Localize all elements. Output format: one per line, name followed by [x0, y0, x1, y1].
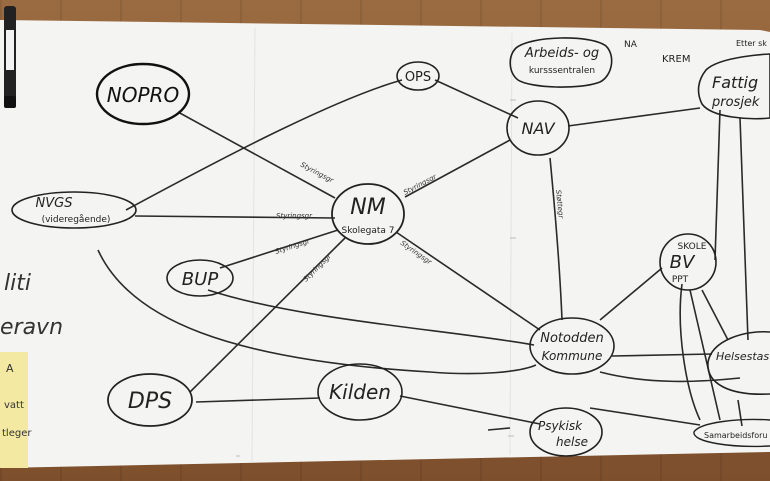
- node-notodden-line1: Notodden: [540, 331, 603, 346]
- node-ops-label: OPS: [405, 70, 431, 85]
- node-dps-label: DPS: [128, 389, 172, 414]
- connection-lines: [97, 79, 749, 431]
- paper-sheets: [0, 20, 770, 468]
- sticky-note: A vatt tleger: [0, 352, 32, 468]
- node-nav: NAV: [506, 100, 570, 156]
- node-dps: DPS: [107, 373, 193, 427]
- node-nvgs: NVGS (videregående): [11, 191, 137, 229]
- edge-label-nav-notodden: Støttegr: [554, 189, 565, 219]
- node-notodden-kommune: Notodden Kommune: [529, 317, 615, 375]
- node-samarbeidsforum: Samarbeidsforu: [693, 418, 770, 448]
- marker-pen: [4, 6, 16, 108]
- node-ops: OPS: [396, 61, 440, 91]
- node-fattig-line1: Fattig: [712, 73, 758, 92]
- node-nm-subtitle: Skolegata 7: [341, 226, 394, 236]
- node-arbeid-note: NA: [624, 40, 638, 50]
- edge-label-nvgs-nm: Styringsgr: [276, 212, 313, 220]
- left-edge-text-2: eravn: [0, 315, 63, 340]
- node-bup-label: BUP: [182, 269, 219, 290]
- node-ppt-label: PPT: [672, 275, 689, 285]
- node-nopro-label: NOPRO: [107, 83, 179, 107]
- node-kilden-label: Kilden: [329, 380, 391, 404]
- node-nvgs-line1: NVGS: [36, 196, 73, 211]
- sticky-note-line-2: vatt: [4, 400, 24, 411]
- tape-marks: [236, 99, 516, 457]
- node-nav-label: NAV: [521, 119, 555, 138]
- node-helsestasjon: Helsestas: [707, 330, 770, 395]
- node-skole-bv-ppt: SKOLE BV PPT: [659, 233, 717, 291]
- node-arbeids-og-kurssentralen: Arbeids- og kursssentralen NA: [509, 37, 638, 88]
- node-kilden: Kilden: [317, 363, 403, 421]
- left-edge-text-1: liti: [4, 271, 31, 296]
- node-arbeid-line1: Arbeids- og: [524, 46, 599, 61]
- sticky-note-line-3: tleger: [2, 428, 32, 439]
- node-fattigdom-prosjekt: Fattig prosjek KREM Etter sk: [662, 39, 770, 120]
- sticky-note-line-1: A: [6, 362, 14, 375]
- node-nm: NM Skolegata 7: [331, 183, 405, 245]
- node-bup: BUP: [166, 259, 234, 297]
- node-notodden-line2: Kommune: [542, 349, 603, 363]
- node-nopro: NOPRO: [95, 62, 191, 126]
- node-skole-label: SKOLE: [678, 242, 707, 252]
- node-nvgs-line2: (videregående): [42, 214, 111, 225]
- node-psykisk-line2: helse: [556, 435, 588, 449]
- node-nm-title: NM: [350, 195, 385, 220]
- node-fattig-line2: prosjek: [711, 95, 760, 110]
- node-bv-label: BV: [670, 252, 696, 273]
- node-arbeid-line2: kursssentralen: [529, 66, 595, 76]
- node-etter-label: Etter sk: [736, 39, 767, 48]
- node-samarbeid-label: Samarbeidsforu: [704, 431, 768, 440]
- node-psykisk-line1: Psykisk: [538, 419, 583, 433]
- node-krem-label: KREM: [662, 54, 690, 65]
- node-psykisk-helse: Psykisk helse: [529, 407, 603, 457]
- node-helsestasjon-label: Helsestas: [716, 350, 769, 363]
